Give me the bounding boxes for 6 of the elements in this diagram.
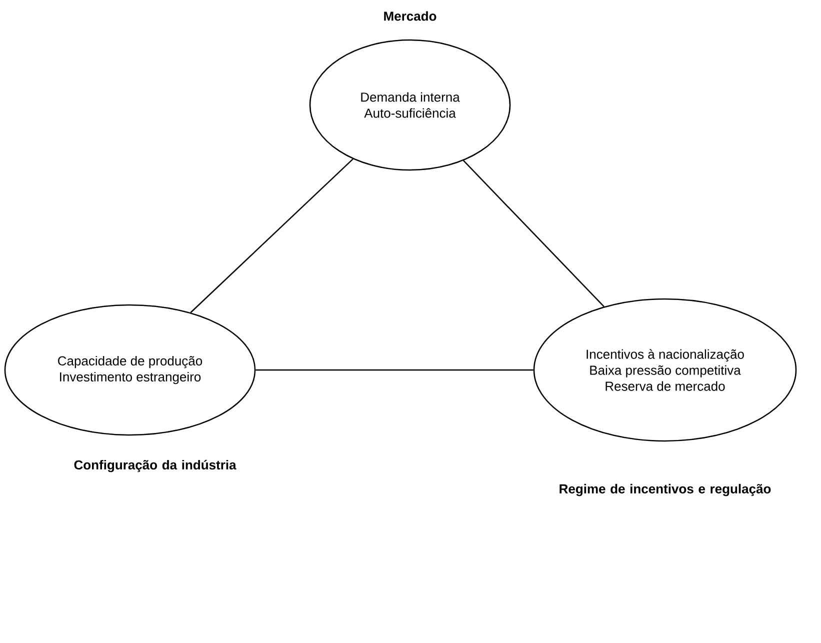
connector-line (256, 369, 534, 371)
heading: Configuração da indústria (74, 460, 236, 472)
connector-line (463, 160, 604, 307)
heading: Regime de incentivos e regulação (560, 484, 771, 496)
connector-line (190, 158, 354, 313)
heading: Mercado (384, 11, 436, 21)
